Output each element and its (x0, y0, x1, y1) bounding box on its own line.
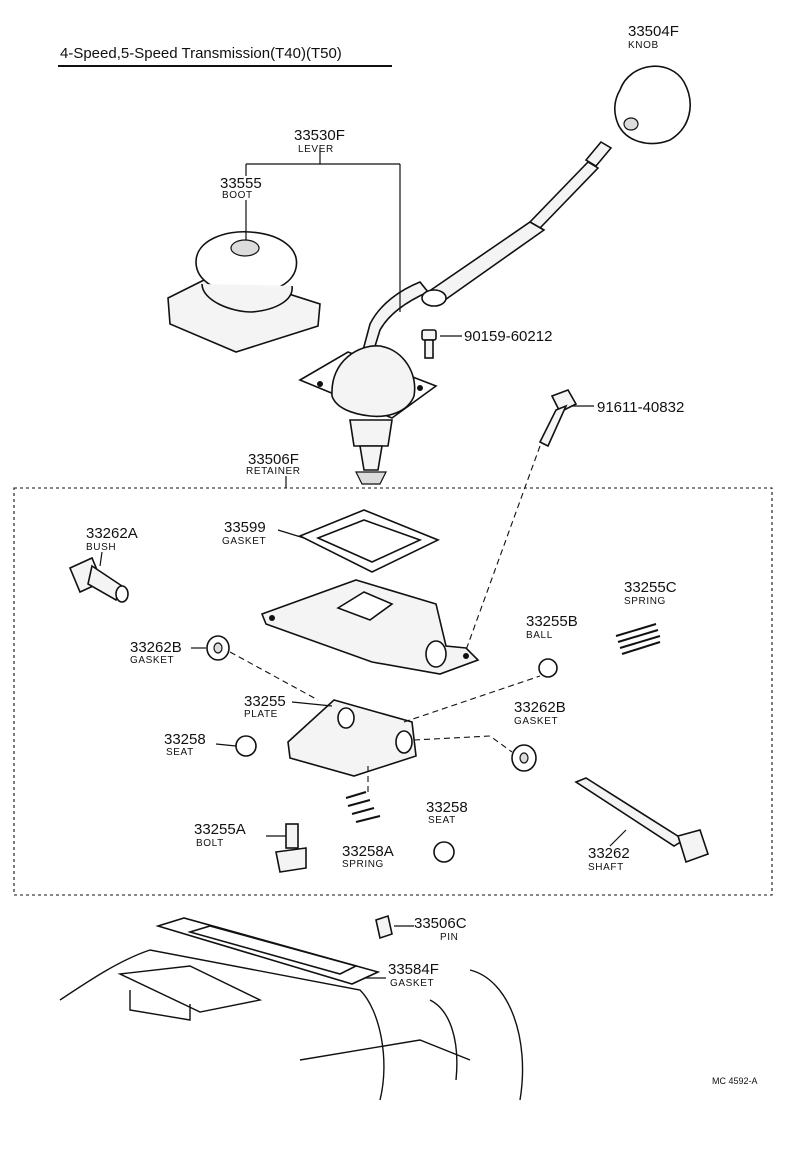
left-gasket-hole (213, 642, 223, 654)
right-seat-drawing (433, 841, 455, 863)
spring-a-part-number: 33258A (342, 843, 394, 860)
bottom-gasket-drawing (155, 917, 381, 985)
right-seat-part-number: 33258 (426, 799, 468, 816)
bolt-a-part-name: BOLT (196, 838, 224, 849)
top-gasket-drawing (298, 509, 440, 573)
lever-part-number: 33530F (294, 127, 345, 144)
spring-c-part-name: SPRING (624, 596, 666, 607)
knob-drawing (614, 65, 691, 145)
plate-part-number: 33255 (244, 693, 286, 710)
top-gasket-part-name: GASKET (222, 536, 266, 547)
retainer-group-boundary (13, 487, 773, 896)
boot-part-name: BOOT (222, 190, 253, 201)
bolt-a-drawing (275, 823, 307, 873)
bolt-a-part-number: 33255A (194, 821, 246, 838)
knob-part-number: 33504F (628, 23, 679, 40)
right-gasket-part-number: 33262B (514, 699, 566, 716)
top-gasket-part-number: 33599 (224, 519, 266, 536)
knob-part-name: KNOB (628, 40, 659, 51)
pin-part-number: 33506C (414, 915, 467, 932)
left-seat-drawing (235, 735, 257, 757)
spring-c-part-number: 33255C (624, 579, 677, 596)
leader-lines (99, 148, 627, 979)
retainer-part-name: RETAINER (246, 466, 301, 477)
shaft-drawing (574, 777, 710, 864)
ball-part-name: BALL (526, 630, 553, 641)
ball-drawing (538, 658, 558, 678)
ball-part-number: 33255B (526, 613, 578, 630)
spring-a-drawing (345, 791, 381, 823)
lever-bolt-part-number: 90159-60212 (464, 328, 552, 345)
bush-drawing (68, 556, 129, 603)
left-gasket-part-number: 33262B (130, 639, 182, 656)
transmission-case-drawing (59, 949, 524, 1101)
bottom-gasket-part-name: GASKET (390, 978, 434, 989)
boot-part-number: 33555 (220, 175, 262, 192)
retainer-part-number: 33506F (248, 451, 299, 468)
left-gasket-part-name: GASKET (130, 655, 174, 666)
spring-a-part-name: SPRING (342, 859, 384, 870)
retainer-bolt-drawing (538, 389, 578, 448)
boot-drawing (167, 230, 321, 353)
lever-drawing (361, 140, 613, 357)
right-gasket-part-name: GASKET (514, 716, 558, 727)
diagram-title: 4-Speed,5-Speed Transmission(T40)(T50) (60, 45, 342, 62)
lever-socket-drawing (298, 345, 438, 485)
plate-drawing (287, 699, 417, 777)
diagram-code: MC 4592-A (712, 1076, 758, 1086)
bush-part-number: 33262A (86, 525, 138, 542)
right-gasket-hole (519, 752, 529, 764)
bottom-gasket-part-number: 33584F (388, 961, 439, 978)
shaft-part-number: 33262 (588, 845, 630, 862)
bush-part-name: BUSH (86, 542, 116, 553)
pin-part-name: PIN (440, 932, 458, 943)
lever-part-name: LEVER (298, 144, 334, 155)
retainer-bolt-part-number: 91611-40832 (597, 399, 684, 416)
left-seat-part-name: SEAT (166, 747, 194, 758)
spring-c-drawing (615, 623, 661, 655)
plate-part-name: PLATE (244, 709, 278, 720)
right-seat-part-name: SEAT (428, 815, 456, 826)
left-seat-part-number: 33258 (164, 731, 206, 748)
dashed-assembly-lines (229, 445, 541, 796)
shaft-part-name: SHAFT (588, 862, 624, 873)
lever-bolt-drawing (421, 329, 437, 359)
retainer-housing-drawing (260, 579, 480, 675)
pin-drawing (375, 914, 393, 940)
